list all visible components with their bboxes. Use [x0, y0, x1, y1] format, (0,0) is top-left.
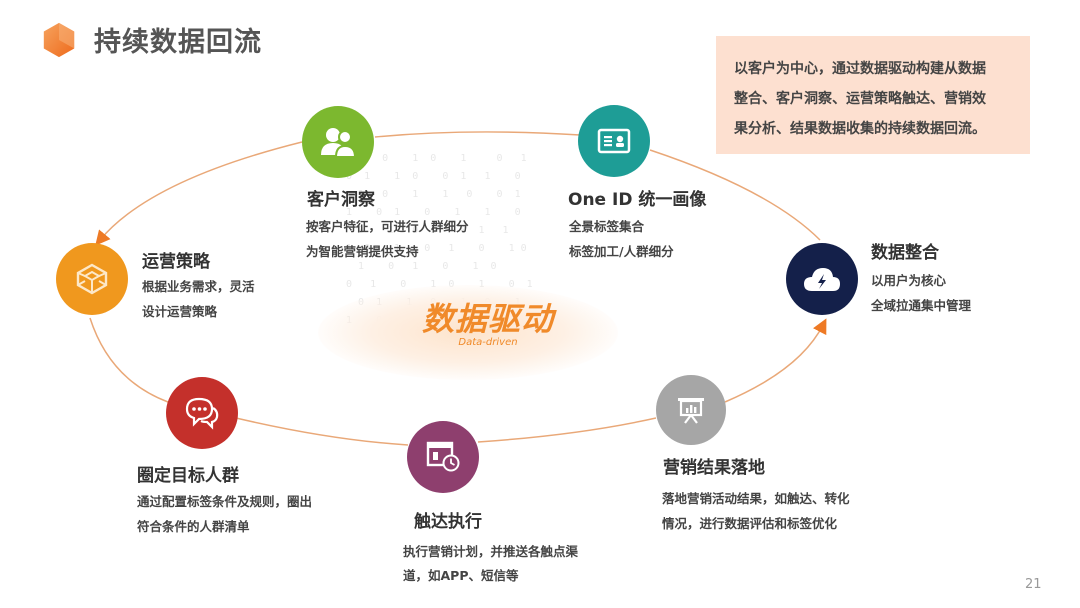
- data-integration-title: 数据整合: [871, 243, 939, 263]
- calendar-clock-icon: [426, 441, 460, 472]
- one-id-desc: 全景标签集合: [569, 219, 645, 234]
- marketing-results-title: 营销结果落地: [663, 458, 765, 478]
- page-number: 21: [1025, 577, 1042, 592]
- target-audience-title: 圈定目标人群: [137, 466, 239, 486]
- customer-insight-desc: 为智能营销提供支持: [306, 244, 419, 259]
- one-id-title: One ID 统一画像: [568, 190, 707, 210]
- header: 持续数据回流: [40, 20, 262, 59]
- data-integration-desc: 以用户为核心: [871, 273, 947, 288]
- id-card-icon: [597, 128, 631, 154]
- operation-strategy-desc: 根据业务需求，灵活: [142, 279, 255, 294]
- reach-execution-node: [407, 421, 479, 493]
- customer-insight-node: [302, 106, 374, 178]
- reach-execution-title: 触达执行: [414, 512, 482, 532]
- page-title: 持续数据回流: [94, 27, 262, 58]
- operation-strategy-node: [56, 243, 128, 315]
- users-icon: [321, 128, 357, 158]
- reach-execution-desc: 道，如APP、短信等: [403, 568, 519, 583]
- cloud-lightning-icon: [804, 268, 840, 291]
- orange-hexagon-icon: [43, 22, 75, 57]
- box-3d-icon: [76, 263, 108, 295]
- marketing-results-desc: 情况，进行数据评估和标签优化: [662, 516, 838, 531]
- summary-box: 以客户为中心，通过数据驱动构建从数据 整合、客户洞察、运营策略触达、营销效 果分…: [716, 36, 1030, 154]
- presentation-chart-icon: [678, 398, 704, 424]
- target-audience-desc: 符合条件的人群清单: [137, 519, 250, 534]
- data-integration-desc: 全域拉通集中管理: [871, 298, 972, 313]
- one-id-desc: 标签加工/人群细分: [569, 244, 674, 259]
- customer-insight-desc: 按客户特征，可进行人群细分: [306, 219, 469, 234]
- summary-line: 整合、客户洞察、运营策略触达、营销效: [734, 91, 986, 107]
- center-sublabel: Data-driven: [458, 337, 518, 348]
- customer-insight-title: 客户洞察: [307, 190, 375, 210]
- center-label: 数据驱动: [421, 300, 554, 338]
- one-id-node: [578, 105, 650, 177]
- marketing-results-desc: 落地营销活动结果，如触达、转化: [662, 491, 850, 506]
- data-integration-node: [786, 243, 858, 315]
- summary-line: 以客户为中心，通过数据驱动构建从数据: [734, 61, 986, 77]
- reach-execution-desc: 执行营销计划，并推送各触点渠: [403, 544, 579, 559]
- chat-bubbles-icon: [185, 397, 219, 430]
- operation-strategy-desc: 设计运营策略: [142, 304, 218, 319]
- operation-strategy-title: 运营策略: [142, 252, 210, 272]
- target-audience-desc: 通过配置标签条件及规则，圈出: [137, 494, 313, 509]
- target-audience-node: [166, 377, 238, 449]
- marketing-results-node: [656, 375, 726, 445]
- center-glow: [318, 285, 618, 380]
- summary-line: 果分析、结果数据收集的持续数据回流。: [734, 121, 986, 137]
